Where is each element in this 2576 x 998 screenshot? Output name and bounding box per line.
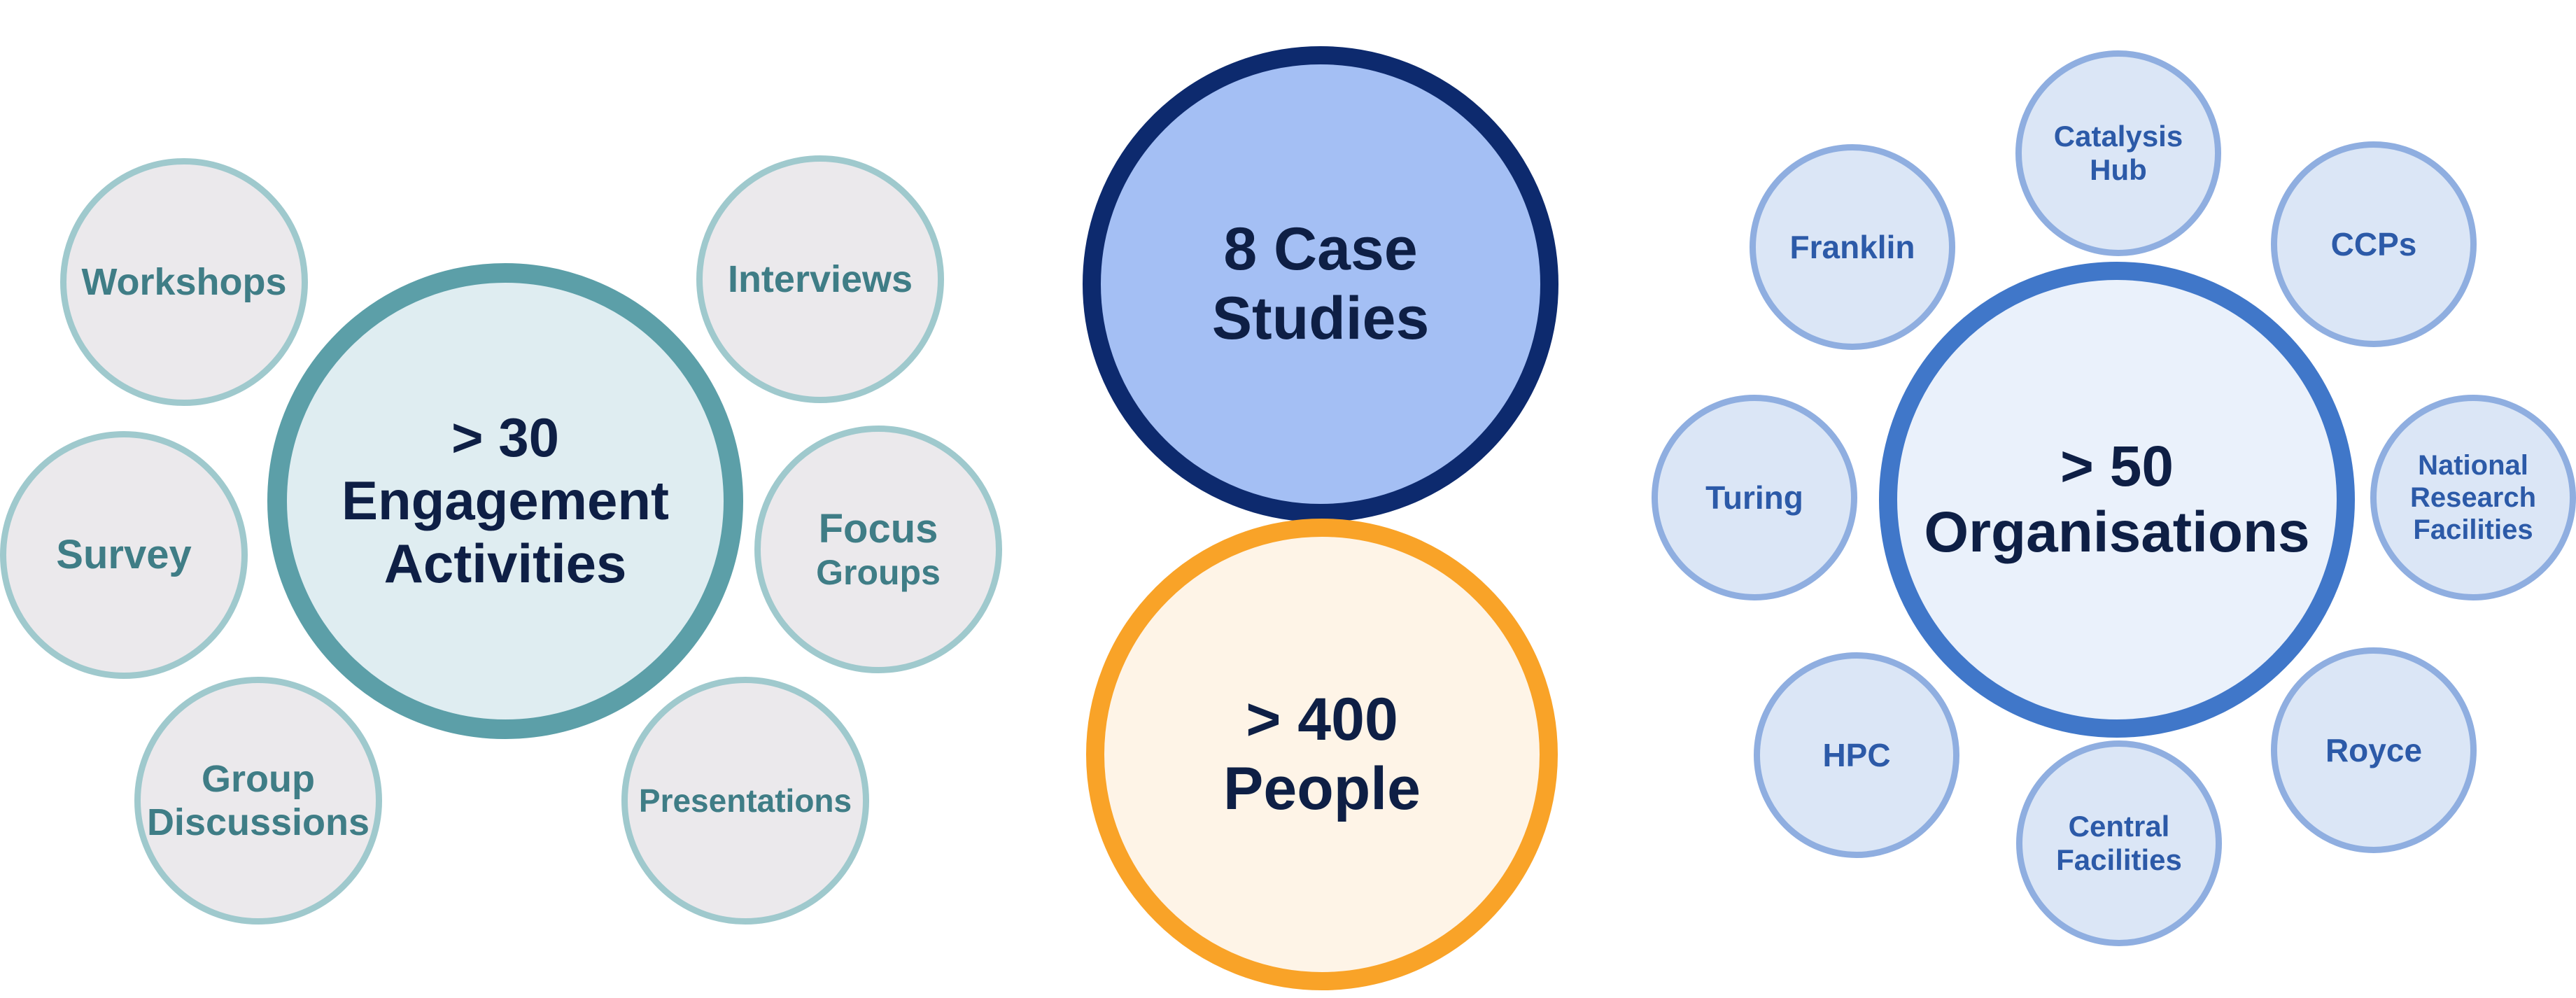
- turing-label: Turing: [1705, 479, 1803, 516]
- catalysis-hub-circle: Catalysis Hub: [2015, 50, 2221, 256]
- national-research-facilities-circle: National Research Facilities: [2370, 395, 2576, 600]
- group-discussions-label-line2: Discussions: [146, 801, 370, 843]
- presentations-label: Presentations: [638, 782, 852, 819]
- engagement-label-line1: Engagement: [341, 470, 670, 532]
- focus-groups-label-line1: Focus: [818, 505, 938, 551]
- organisations-main-circle: > 50 Organisations: [1879, 262, 2355, 738]
- ccps-circle: CCPs: [2271, 141, 2477, 347]
- interviews-label: Interviews: [727, 258, 913, 300]
- engagement-main-circle: > 30 Engagement Activities: [267, 263, 743, 739]
- franklin-label: Franklin: [1789, 228, 1915, 265]
- engagement-count: > 30: [451, 407, 559, 469]
- interviews-circle: Interviews: [696, 155, 944, 403]
- group-discussions-label-line1: Group: [202, 757, 315, 800]
- royce-circle: Royce: [2271, 647, 2477, 853]
- organisations-label: Organisations: [1924, 500, 2310, 564]
- nrf-label-line3: Facilities: [2413, 514, 2533, 545]
- focus-groups-circle: Focus Groups: [754, 426, 1002, 673]
- focus-groups-label-line2: Groups: [816, 552, 941, 592]
- central-facilities-circle: Central Facilities: [2016, 740, 2222, 946]
- workshops-circle: Workshops: [60, 158, 308, 406]
- nrf-label-line2: Research: [2409, 482, 2537, 513]
- people-circle: > 400 People: [1086, 519, 1558, 990]
- royce-label: Royce: [2325, 731, 2423, 768]
- nrf-label-line1: National: [2418, 450, 2528, 481]
- hpc-circle: HPC: [1754, 652, 1959, 858]
- ccps-label: CCPs: [2330, 225, 2417, 262]
- central-facilities-label-line1: Central: [2068, 809, 2170, 843]
- survey-circle: Survey: [0, 431, 248, 679]
- people-count: > 400: [1246, 686, 1398, 754]
- presentations-circle: Presentations: [621, 677, 869, 925]
- case-studies-circle: 8 Case Studies: [1083, 46, 1558, 522]
- case-studies-line1: 8 Case: [1223, 216, 1418, 283]
- engagement-label-line2: Activities: [383, 532, 627, 594]
- survey-label: Survey: [56, 531, 192, 577]
- hpc-label: HPC: [1822, 736, 1891, 773]
- central-facilities-label-line2: Facilities: [2056, 843, 2182, 876]
- organisations-count: > 50: [2060, 434, 2174, 498]
- workshops-label: Workshops: [81, 260, 287, 303]
- catalysis-hub-label: Catalysis Hub: [2053, 119, 2183, 186]
- franklin-circle: Franklin: [1750, 144, 1955, 350]
- case-studies-line2: Studies: [1211, 285, 1430, 352]
- turing-circle: Turing: [1652, 395, 1857, 600]
- people-label: People: [1223, 755, 1421, 822]
- group-discussions-circle: Group Discussions: [134, 677, 382, 925]
